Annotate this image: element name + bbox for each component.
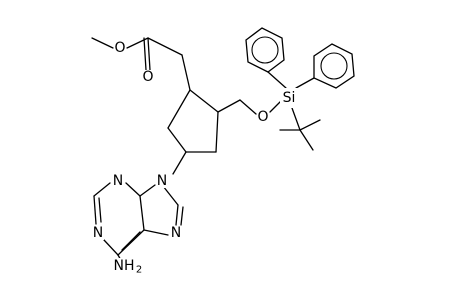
bond-c1-c2	[189, 89, 219, 113]
bond-n1-c6	[103, 239, 119, 256]
phenyl-ring-1	[245, 27, 285, 73]
pyrimidine-ring	[93, 182, 145, 263]
phenyl2-hexagon	[313, 43, 355, 89]
atom-si: Si	[283, 90, 296, 106]
bond-carbonylC-ch2	[147, 37, 183, 56]
bond-c6-c5-inner	[121, 231, 141, 251]
bond-si-ph2	[295, 77, 315, 89]
atom-n7: N	[171, 225, 181, 241]
atom-o-ether: O	[257, 109, 268, 125]
atom-o-ester: O	[114, 40, 125, 56]
imidazole-ring	[139, 184, 184, 236]
cyclopentane-ring	[167, 89, 219, 153]
bond-si-ph1	[267, 71, 287, 89]
bond-c2-c3	[215, 111, 219, 153]
bond-si-tbu	[291, 107, 301, 131]
bond-carbonyl-double-b	[143, 37, 147, 71]
bond-tbu-me1	[299, 129, 314, 151]
atom-nh2-subscript: 2	[136, 265, 142, 276]
bond-c6-c5	[117, 229, 145, 256]
atom-n3: N	[113, 173, 123, 189]
silyl-ether-chain	[217, 71, 321, 151]
phenyl-ring-2	[313, 43, 355, 89]
phenyl2-aromatic-circle	[320, 52, 348, 80]
bond-c5-c4	[139, 195, 145, 231]
atom-labels: O O O Si N N N N NH 2	[92, 40, 298, 276]
bond-c4-c5	[167, 127, 187, 153]
bond-c2-n1-a	[93, 195, 97, 225]
atom-n1: N	[93, 225, 103, 241]
bond-methyl-o	[91, 37, 114, 49]
atom-n9: N	[157, 173, 167, 189]
bond-ch2-o	[239, 99, 257, 115]
bond-n3-c2	[93, 182, 111, 197]
bond-ch2-ringC1	[181, 54, 191, 91]
phenyl1-hexagon	[245, 27, 285, 73]
bond-n9-c8	[162, 185, 179, 206]
atom-nh2-label: NH	[114, 258, 135, 274]
atom-o-carbonyl: O	[142, 69, 153, 85]
bond-c4-n9	[139, 184, 156, 197]
bond-c4-n3	[125, 182, 141, 197]
bond-c8-n7-b	[180, 206, 184, 226]
bond-c5-c1	[167, 89, 191, 129]
bond-c8-n7-a	[175, 204, 179, 226]
bond-c2-n1-b	[98, 197, 102, 223]
phenyl1-aromatic-circle	[251, 36, 279, 64]
bond-n7-c5	[143, 229, 169, 236]
ester-group	[91, 37, 191, 91]
bond-c2-ch2	[217, 99, 241, 113]
bond-tbu-me3	[299, 119, 321, 131]
bond-c4-n9	[172, 151, 187, 175]
bond-carbonyl-double-a	[147, 37, 151, 71]
